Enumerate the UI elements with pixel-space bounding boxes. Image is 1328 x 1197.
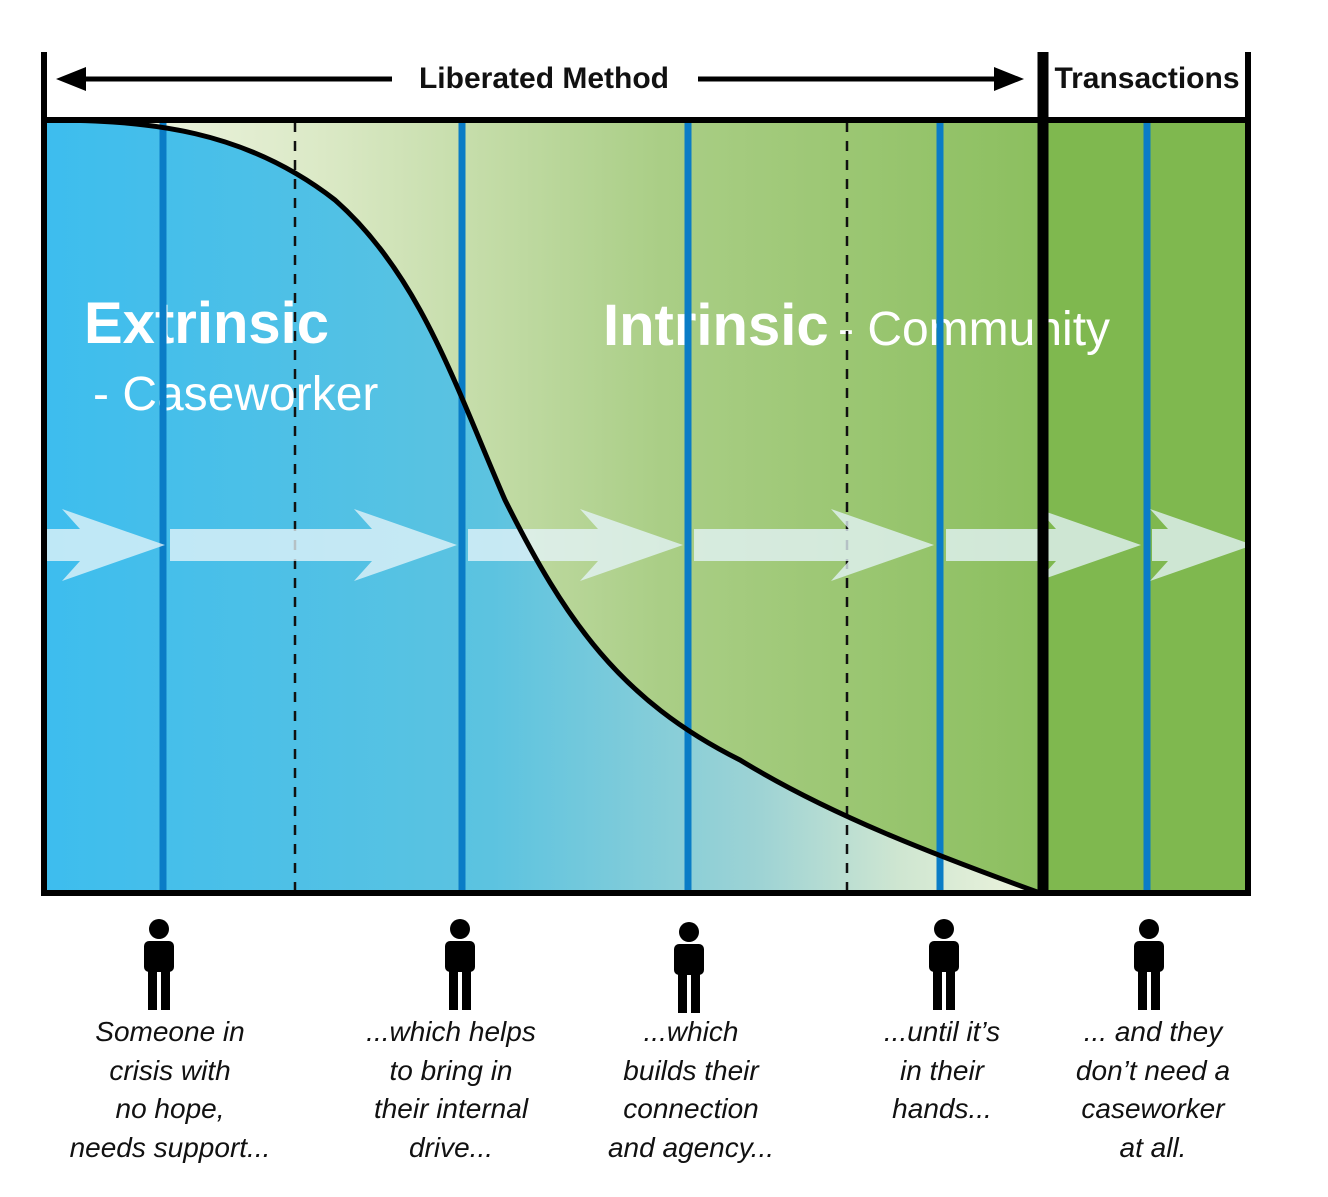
diagram-frame <box>41 52 1251 896</box>
intrinsic-subtitle: - Community <box>838 303 1110 356</box>
left-arrow-icon <box>56 67 86 91</box>
caption-line: caseworker <box>1081 1093 1225 1124</box>
caption-line: Someone in <box>95 1016 245 1047</box>
caption-line: don’t need a <box>1075 1054 1231 1086</box>
stage-caption-2: ...which helps to bring in their interna… <box>331 1013 571 1167</box>
person-icon <box>1134 919 1164 1010</box>
stage-caption-1: Someone in crisis with no hope, needs su… <box>50 1013 290 1167</box>
caption-line: no hope, <box>115 1093 225 1124</box>
caption-line: their internal <box>373 1093 529 1124</box>
caption-line: in their <box>899 1054 985 1086</box>
caption-line: needs support... <box>69 1131 271 1163</box>
caption-line: to bring in <box>389 1054 513 1086</box>
transactions-label: Transactions <box>1054 62 1239 95</box>
person-icon <box>445 919 475 1010</box>
person-icon <box>674 922 704 1013</box>
stage-caption-3: ...which builds their connection and age… <box>571 1013 811 1167</box>
person-icon <box>929 919 959 1010</box>
liberated-method-label: Liberated Method <box>419 62 669 95</box>
right-arrow-icon <box>1150 509 1248 581</box>
caption-line: crisis with <box>109 1054 231 1086</box>
right-arrow-icon <box>46 509 165 581</box>
caption-line: ... and they <box>1083 1016 1223 1047</box>
caption-line: ...which <box>643 1016 739 1047</box>
person-icon <box>144 919 174 1010</box>
stage-caption-4: ...until it’s in their hands... <box>822 1013 1062 1129</box>
caption-line: at all. <box>1119 1131 1187 1163</box>
liberated-method-span-arrow <box>56 67 1024 91</box>
caption-line: ...until it’s <box>883 1016 1001 1047</box>
caption-line: ...which helps <box>366 1016 536 1047</box>
caption-line: connection <box>623 1093 759 1124</box>
right-arrow-icon <box>694 509 934 581</box>
right-arrow-icon <box>994 67 1024 91</box>
extrinsic-subtitle: - Caseworker <box>93 368 378 421</box>
caption-line: drive... <box>408 1131 494 1163</box>
caption-line: hands... <box>892 1093 992 1124</box>
right-arrow-icon <box>170 509 457 581</box>
stage-caption-5: ... and they don’t need a caseworker at … <box>1033 1013 1273 1167</box>
transition-curve <box>43 117 1041 896</box>
caption-line: builds their <box>623 1054 759 1086</box>
extrinsic-title: Extrinsic <box>84 291 329 356</box>
stage-lines <box>159 122 1151 891</box>
caption-line: and agency... <box>607 1131 775 1163</box>
right-arrow-icon <box>468 509 683 581</box>
intrinsic-title: Intrinsic <box>603 293 829 358</box>
